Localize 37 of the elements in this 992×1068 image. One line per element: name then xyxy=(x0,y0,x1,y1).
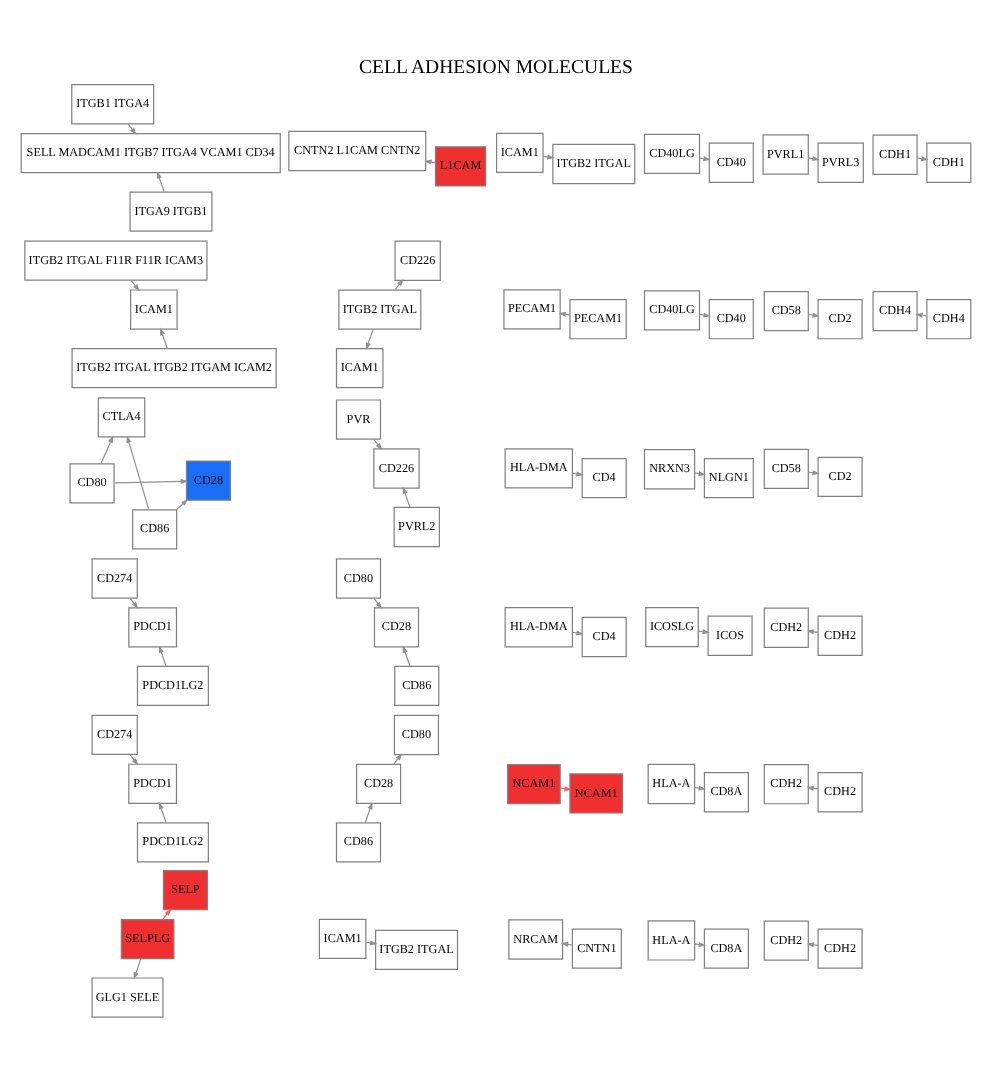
diagram-title: CELL ADHESION MOLECULES xyxy=(359,56,633,79)
arrow xyxy=(915,311,928,317)
arrow xyxy=(365,939,378,945)
arrow xyxy=(402,485,411,507)
arrow xyxy=(175,497,189,510)
arrow xyxy=(126,434,150,509)
arrow xyxy=(158,800,167,823)
arrow xyxy=(130,278,140,291)
arrow xyxy=(365,327,374,350)
arrow xyxy=(129,753,139,765)
arrow xyxy=(127,122,137,134)
arrow xyxy=(160,326,168,348)
arrow xyxy=(100,434,114,464)
arrow xyxy=(698,155,711,161)
arrow xyxy=(129,596,139,609)
arrow xyxy=(807,311,820,317)
arrow xyxy=(698,311,711,317)
arrow xyxy=(364,800,373,823)
arrow xyxy=(916,155,929,161)
arrow xyxy=(694,941,707,947)
arrow xyxy=(394,277,404,290)
arrow xyxy=(694,470,707,476)
arrow xyxy=(806,628,819,634)
arrow xyxy=(162,907,172,919)
arrow xyxy=(694,784,707,790)
arrow xyxy=(402,644,411,666)
arrow xyxy=(559,785,572,791)
arrow xyxy=(158,644,167,666)
arrow xyxy=(807,155,820,161)
arrow xyxy=(542,153,555,159)
arrow xyxy=(156,170,165,192)
arrow xyxy=(558,310,571,316)
arrow xyxy=(373,437,383,450)
arrow xyxy=(133,957,142,979)
arrow xyxy=(113,477,188,483)
arrow xyxy=(697,628,710,634)
arrow xyxy=(806,941,819,947)
